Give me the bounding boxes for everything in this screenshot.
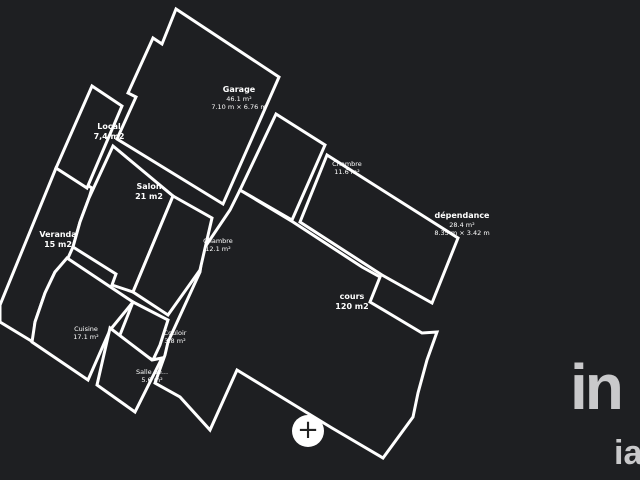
room-area: 11.6 m² xyxy=(334,168,360,177)
room-name: Garage xyxy=(222,85,256,94)
iad-logo: in ia xyxy=(570,360,640,480)
room-dependance[interactable] xyxy=(298,152,460,306)
room-area: 28.4 m² xyxy=(449,221,475,229)
room-garage[interactable] xyxy=(115,6,281,207)
room-name: Cuisine xyxy=(74,325,98,333)
room-name: Salle de... xyxy=(135,368,169,376)
zoom-in-button[interactable]: + xyxy=(292,415,324,447)
room-cours[interactable] xyxy=(153,187,440,460)
room-area: 12.1 m² xyxy=(205,245,231,254)
room-cuisine[interactable] xyxy=(30,256,136,383)
room-name: Couloir xyxy=(163,329,187,337)
room-name: Local xyxy=(97,122,121,131)
room-chambre-12[interactable] xyxy=(131,193,214,318)
room-name: Veranda xyxy=(39,230,77,239)
room-area: 15 m2 xyxy=(44,240,72,249)
room-area: 46.1 m² xyxy=(226,95,252,103)
room-area: 17.1 m² xyxy=(73,333,99,342)
logo-text-bottom: ia xyxy=(614,434,640,472)
room-salle-de[interactable] xyxy=(95,325,165,415)
room-name: Chambre xyxy=(203,237,233,245)
room-name: cours xyxy=(339,292,365,301)
room-local[interactable] xyxy=(54,83,124,191)
room-area: 120 m2 xyxy=(335,302,369,311)
room-area: 7,4 m2 xyxy=(93,132,125,141)
label-salle-de: Salle de...5.6 m² xyxy=(136,368,168,384)
room-dims: 7.10 m × 6.76 m xyxy=(211,103,267,112)
room-area: 3.8 m² xyxy=(164,337,186,346)
logo-text-top: in xyxy=(570,360,624,423)
room-dims: 8.35 m × 3.42 m xyxy=(434,229,490,238)
room-chambre-11[interactable] xyxy=(238,111,327,223)
room-area: 5.6 m² xyxy=(141,376,163,385)
room-area: 21 m2 xyxy=(135,192,163,201)
room-name: dépendance xyxy=(434,211,490,220)
room-name: Salon xyxy=(136,182,162,191)
room-name: Chambre xyxy=(332,160,362,168)
